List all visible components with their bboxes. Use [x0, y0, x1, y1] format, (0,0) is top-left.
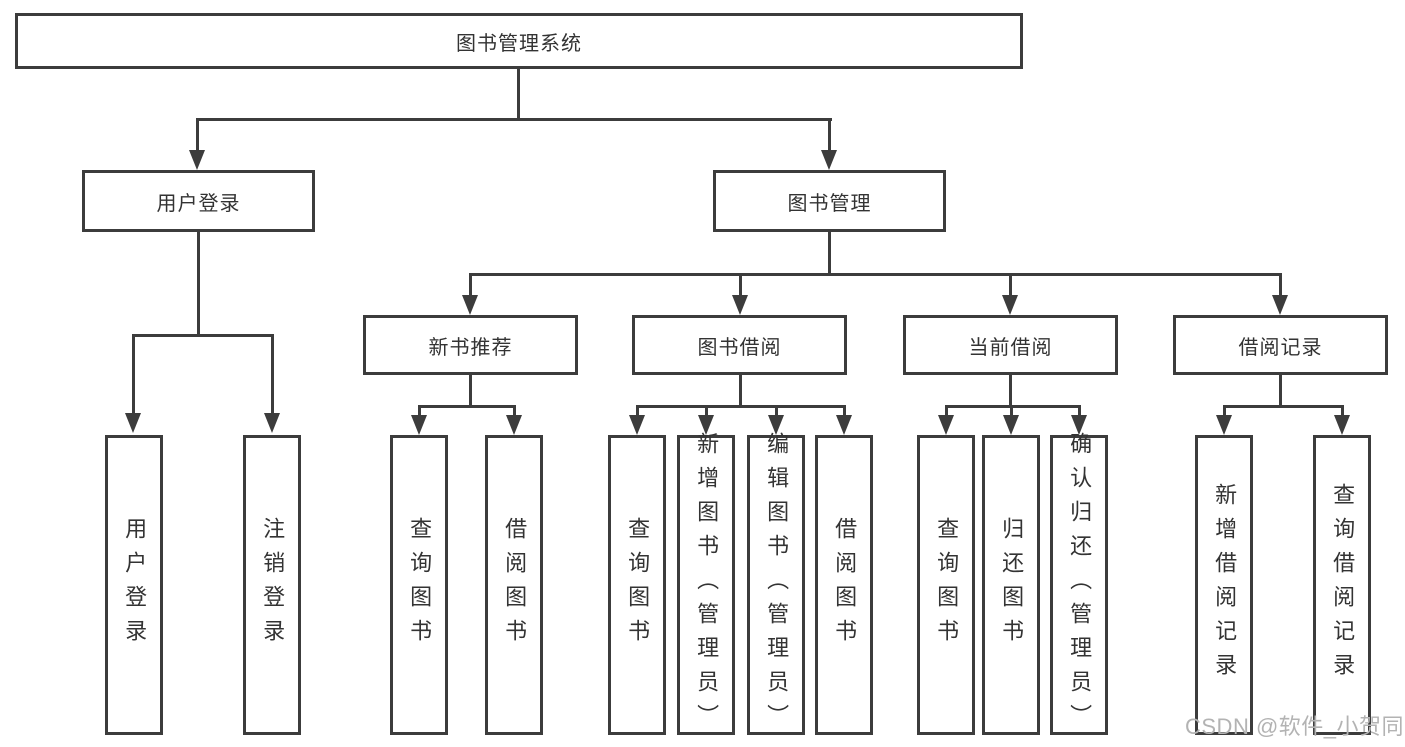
node-borrow-record-label: 借阅记录 [1238, 336, 1323, 359]
leaf-add-borrow-record-label: 新增借阅记录 [1212, 483, 1238, 687]
arrow-shaft-query-book-borrow [636, 405, 639, 417]
arrow-shaft-current-borrow [1009, 273, 1012, 297]
arrowhead-user-login [189, 150, 205, 170]
arrow-shaft-add-book [705, 405, 708, 417]
connector-new-book-recommend-stem [469, 375, 472, 405]
leaf-return-book: 归还图书 [982, 435, 1040, 735]
leaf-edit-book-admin-label: 编辑图书（管理员） [764, 432, 790, 738]
arrowhead-add-book [698, 415, 714, 435]
node-borrow-record: 借阅记录 [1173, 315, 1388, 375]
leaf-query-book-borrow: 查询图书 [608, 435, 666, 735]
node-current-borrow: 当前借阅 [903, 315, 1118, 375]
connector-book-borrow-stem [739, 375, 742, 405]
arrowhead-book-borrow [732, 295, 748, 315]
node-user-login: 用户登录 [82, 170, 315, 232]
leaf-logout-login: 注销登录 [243, 435, 301, 735]
arrow-shaft-leaf-user-login [132, 334, 135, 416]
arrow-shaft-book-management [828, 118, 831, 154]
arrowhead-new-book-recommend [462, 295, 478, 315]
connector-current-borrow-stem [1009, 375, 1012, 405]
arrowhead-leaf-user-login [125, 413, 141, 433]
arrow-shaft-edit-book [775, 405, 778, 417]
leaf-query-book-rec-label: 查询图书 [407, 517, 433, 653]
arrowhead-borrow-record [1272, 295, 1288, 315]
arrow-shaft-query-book-current [945, 405, 948, 417]
node-book-borrow-label: 图书借阅 [697, 336, 782, 359]
arrowhead-return-book [1003, 415, 1019, 435]
leaf-edit-book-admin: 编辑图书（管理员） [747, 432, 805, 738]
arrow-shaft-user-login [196, 118, 199, 154]
leaf-borrow-book-rec: 借阅图书 [485, 435, 543, 735]
arrow-shaft-confirm-return [1078, 405, 1081, 417]
leaf-logout-login-label: 注销登录 [260, 517, 286, 653]
arrow-shaft-query-book-rec [418, 405, 421, 417]
leaf-query-book-rec: 查询图书 [390, 435, 448, 735]
connector-user-login-rail [132, 334, 274, 337]
connector-root-stem [517, 69, 520, 118]
arrow-shaft-return-book [1010, 405, 1013, 417]
arrowhead-query-borrow-record [1334, 415, 1350, 435]
arrow-shaft-borrow-book [843, 405, 846, 417]
arrow-shaft-borrow-record [1279, 273, 1282, 297]
arrowhead-query-book-current [938, 415, 954, 435]
node-book-management-label: 图书管理 [787, 192, 872, 215]
arrowhead-query-book-borrow [629, 415, 645, 435]
leaf-query-borrow-record-label: 查询借阅记录 [1330, 483, 1356, 687]
leaf-user-login-label: 用户登录 [122, 517, 148, 653]
leaf-add-borrow-record: 新增借阅记录 [1195, 435, 1253, 735]
leaf-query-borrow-record: 查询借阅记录 [1313, 435, 1371, 735]
node-new-book-recommend: 新书推荐 [363, 315, 578, 375]
leaf-user-login: 用户登录 [105, 435, 163, 735]
connector-current-borrow-rail [945, 405, 1081, 408]
leaf-query-book-current: 查询图书 [917, 435, 975, 735]
arrowhead-book-management [821, 150, 837, 170]
node-current-borrow-label: 当前借阅 [968, 336, 1053, 359]
arrowhead-add-borrow-record [1216, 415, 1232, 435]
arrow-shaft-book-borrow [739, 273, 742, 297]
arrowhead-borrow-book [836, 415, 852, 435]
leaf-add-book-admin-label: 新增图书（管理员） [694, 432, 720, 738]
connector-book-borrow-rail [636, 405, 846, 408]
connector-new-book-recommend-rail [418, 405, 516, 408]
leaf-borrow-book: 借阅图书 [815, 435, 873, 735]
leaf-add-book-admin: 新增图书（管理员） [677, 432, 735, 738]
connector-root-rail [196, 118, 832, 121]
arrowhead-edit-book [768, 415, 784, 435]
leaf-query-book-current-label: 查询图书 [934, 517, 960, 653]
node-root-label: 图书管理系统 [456, 32, 582, 55]
connector-borrow-record-rail [1223, 405, 1344, 408]
leaf-return-book-label: 归还图书 [999, 517, 1025, 653]
arrowhead-borrow-book-rec [506, 415, 522, 435]
leaf-confirm-return-admin-label: 确认归还（管理员） [1067, 432, 1093, 738]
node-book-management: 图书管理 [713, 170, 946, 232]
node-book-borrow: 图书借阅 [632, 315, 847, 375]
arrowhead-current-borrow [1002, 295, 1018, 315]
connector-book-management-stem [828, 232, 831, 273]
arrow-shaft-add-borrow-record [1223, 405, 1226, 417]
arrow-shaft-leaf-logout [271, 334, 274, 416]
connector-user-login-stem [197, 232, 200, 334]
leaf-borrow-book-rec-label: 借阅图书 [502, 517, 528, 653]
arrow-shaft-borrow-book-rec [513, 405, 516, 417]
connector-borrow-record-stem [1279, 375, 1282, 405]
node-new-book-recommend-label: 新书推荐 [428, 336, 513, 359]
node-root: 图书管理系统 [15, 13, 1023, 69]
arrow-shaft-new-book-recommend [469, 273, 472, 297]
connector-book-management-rail [469, 273, 1282, 276]
arrowhead-confirm-return [1071, 415, 1087, 435]
leaf-query-book-borrow-label: 查询图书 [625, 517, 651, 653]
arrowhead-leaf-logout [264, 413, 280, 433]
node-user-login-label: 用户登录 [156, 192, 241, 215]
csdn-watermark: CSDN @软件_小贺同学 [1185, 714, 1405, 739]
arrow-shaft-query-borrow-record [1341, 405, 1344, 417]
leaf-borrow-book-label: 借阅图书 [832, 517, 858, 653]
arrowhead-query-book-rec [411, 415, 427, 435]
leaf-confirm-return-admin: 确认归还（管理员） [1050, 432, 1108, 738]
